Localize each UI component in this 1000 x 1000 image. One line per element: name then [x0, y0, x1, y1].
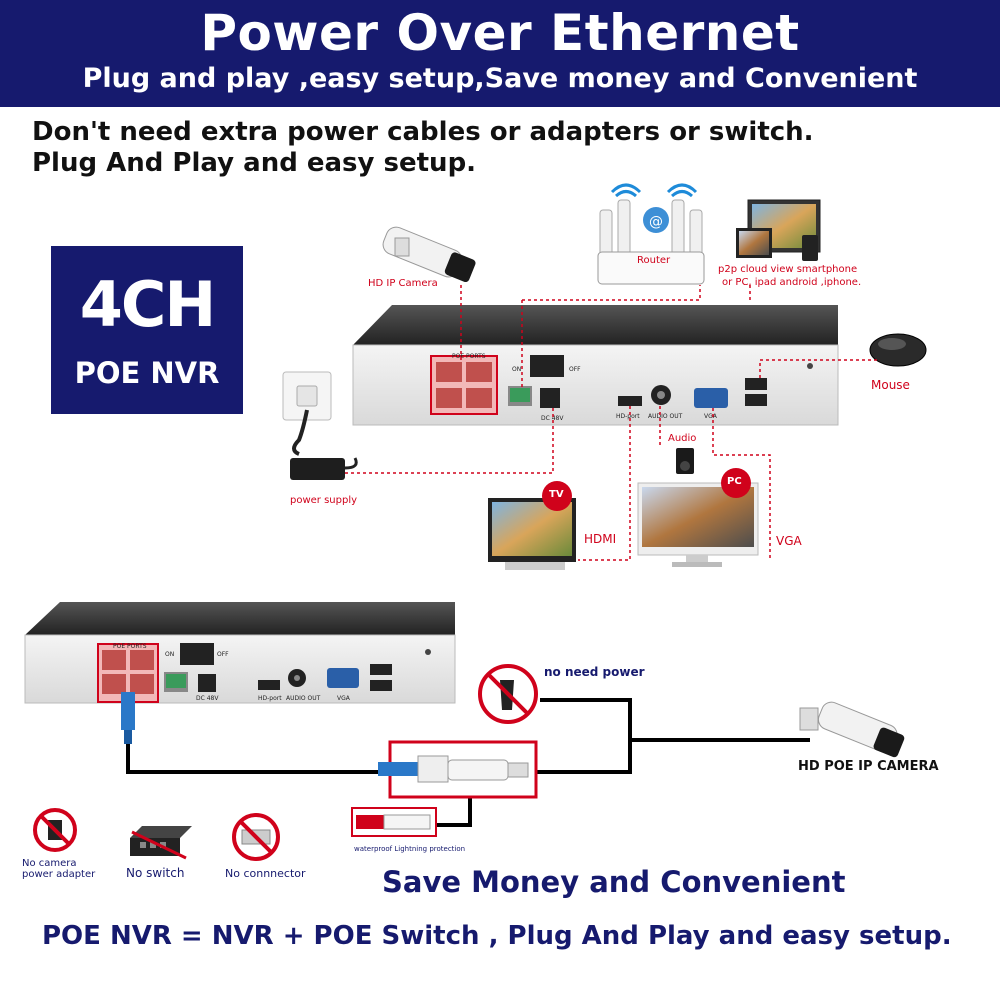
no-connector-icon	[232, 813, 280, 861]
speaker-icon	[676, 448, 694, 474]
mouse-label: Mouse	[871, 378, 910, 392]
hdmi-label: HDMI	[584, 532, 617, 546]
poe-ip-camera-icon	[799, 701, 905, 758]
header-title: Power Over Ethernet	[200, 4, 800, 62]
badge-product: POE NVR	[74, 356, 220, 390]
nvr-badge: 4CH POE NVR	[51, 246, 243, 414]
ip-camera-top	[382, 226, 476, 283]
svg-text:HD-port: HD-port	[258, 695, 282, 702]
svg-text:ON: ON	[165, 651, 174, 658]
no-need-power-label: no need power	[544, 665, 645, 679]
tv-icon	[488, 481, 576, 570]
power-supply-icon	[290, 457, 358, 480]
wall-socket-icon	[282, 371, 332, 456]
no-adapter-label-2: power adapter	[22, 869, 96, 880]
bottom-cable-lines	[126, 698, 810, 827]
p2p-devices-icon	[736, 199, 821, 261]
nvr-device-top: POE PORTS ON OFF DC 48V HD-port AUDIO OU…	[352, 305, 839, 426]
header-banner: Power Over Ethernet Plug and play ,easy …	[0, 0, 1000, 107]
save-money-text: Save Money and Convenient	[382, 865, 846, 899]
svg-text:OFF: OFF	[569, 366, 581, 373]
waterproof-label: waterproof Lightning protection	[354, 845, 466, 853]
svg-text:POE PORTS: POE PORTS	[113, 643, 147, 650]
no-power-icon	[478, 664, 538, 724]
poe-camera-label: HD POE IP CAMERA	[798, 759, 939, 774]
p2p-label-1: p2p cloud view smartphone	[718, 264, 858, 275]
no-adapter-icon	[33, 808, 77, 852]
svg-text:DC 48V: DC 48V	[541, 415, 564, 422]
router-label: Router	[637, 255, 671, 266]
p2p-label-2: or PC, ipad android ,iphone.	[722, 277, 862, 288]
no-switch-label: No switch	[126, 866, 185, 880]
camera-label: HD IP Camera	[368, 278, 438, 289]
svg-text:@: @	[649, 214, 663, 230]
top-connection-lines	[345, 285, 880, 561]
nvr-device-bottom: POE PORTS ON OFF DC 48V HD-port AUDIO OU…	[24, 602, 456, 704]
svg-text:VGA: VGA	[337, 695, 351, 702]
no-connector-label: No connnector	[225, 867, 306, 880]
svg-text:ON: ON	[512, 366, 521, 373]
svg-text:HD-port: HD-port	[616, 413, 640, 420]
power-supply-label: power supply	[290, 495, 358, 506]
svg-text:AUDIO OUT: AUDIO OUT	[286, 695, 321, 702]
vga-label: VGA	[776, 534, 802, 548]
pc-monitor-icon	[637, 468, 759, 567]
pc-badge: PC	[727, 476, 742, 487]
mouse-icon	[869, 333, 927, 367]
svg-text:DC 48V: DC 48V	[196, 695, 219, 702]
badge-channels: 4CH	[79, 268, 217, 341]
equation-text: POE NVR = NVR + POE Switch , Plug And Pl…	[42, 921, 952, 951]
waterproof-connector-icon	[378, 740, 538, 799]
no-adapter-label-1: No camera	[22, 858, 77, 869]
audio-label: Audio	[668, 433, 697, 444]
svg-text:OFF: OFF	[217, 651, 229, 658]
svg-text:AUDIO OUT: AUDIO OUT	[648, 413, 683, 420]
svg-text:VGA: VGA	[704, 413, 718, 420]
intro-line-1: Don't need extra power cables or adapter…	[32, 117, 814, 147]
tv-badge: TV	[549, 489, 564, 500]
lightning-protection-icon	[351, 807, 437, 837]
header-subtitle: Plug and play ,easy setup,Save money and…	[82, 63, 918, 94]
svg-text:POE PORTS: POE PORTS	[452, 353, 486, 360]
no-switch-icon	[130, 826, 192, 860]
intro-line-2: Plug And Play and easy setup.	[32, 148, 477, 178]
router-icon: @	[597, 183, 705, 285]
ethernet-plug-icon	[121, 692, 135, 744]
